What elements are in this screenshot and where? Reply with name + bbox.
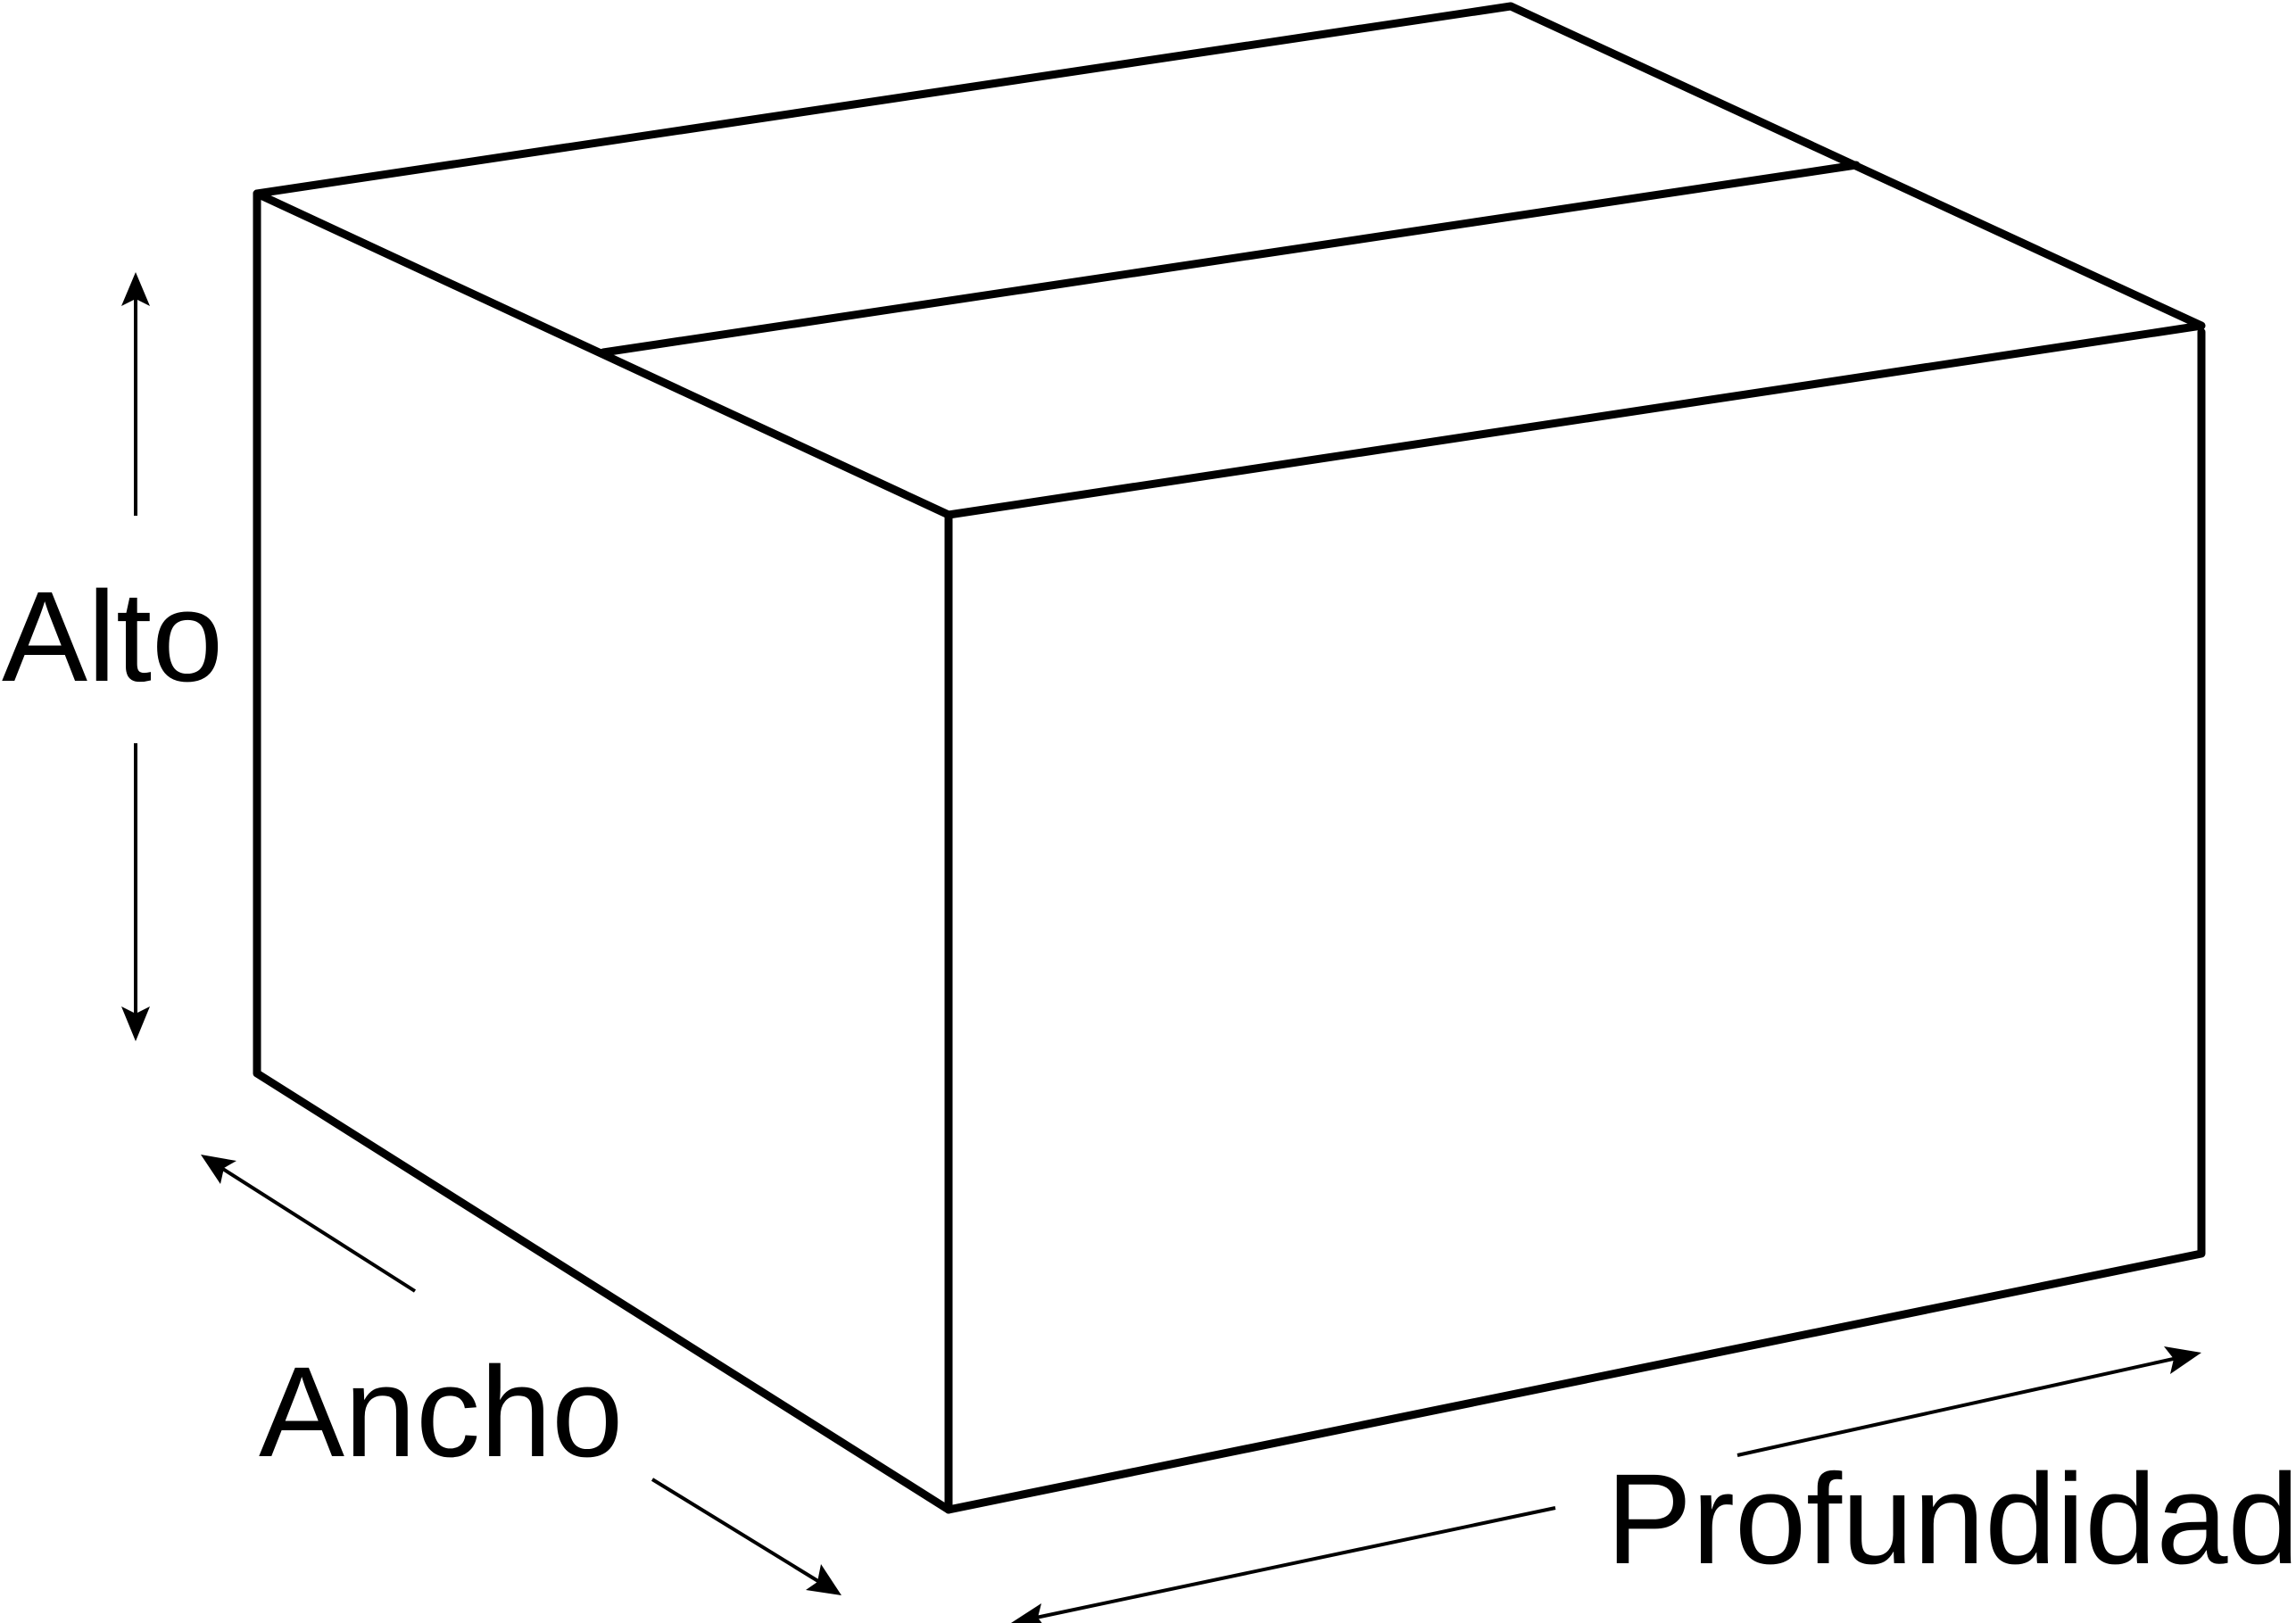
width-arrowhead-lower <box>806 1564 841 1595</box>
depth-label: Profundidad <box>1606 1447 2296 1591</box>
width-label: Ancho <box>259 1340 623 1484</box>
box-left-face <box>253 189 953 1514</box>
depth-arrow-line-right <box>1737 1356 2178 1457</box>
depth-arrow-line-left <box>1035 1506 1556 1619</box>
box-front-face <box>944 327 2206 1514</box>
height-label: Alto <box>2 565 223 708</box>
depth-arrowhead-left <box>1011 1603 1042 1623</box>
height-arrowhead-down <box>121 1006 150 1041</box>
height-dimension: Alto <box>2 272 223 1041</box>
box-top-face <box>253 2 2206 519</box>
width-dimension: Ancho <box>201 1155 841 1595</box>
width-arrowhead-upper <box>201 1155 236 1184</box>
width-arrow-line-upper <box>217 1164 417 1293</box>
depth-arrowhead-right <box>2164 1346 2201 1374</box>
height-arrowhead-up <box>121 272 150 306</box>
box-flap-seam <box>599 161 1861 357</box>
box <box>253 2 2206 1514</box>
width-arrow-line-lower <box>651 1478 823 1585</box>
depth-dimension: Profundidad <box>1011 1346 2296 1623</box>
